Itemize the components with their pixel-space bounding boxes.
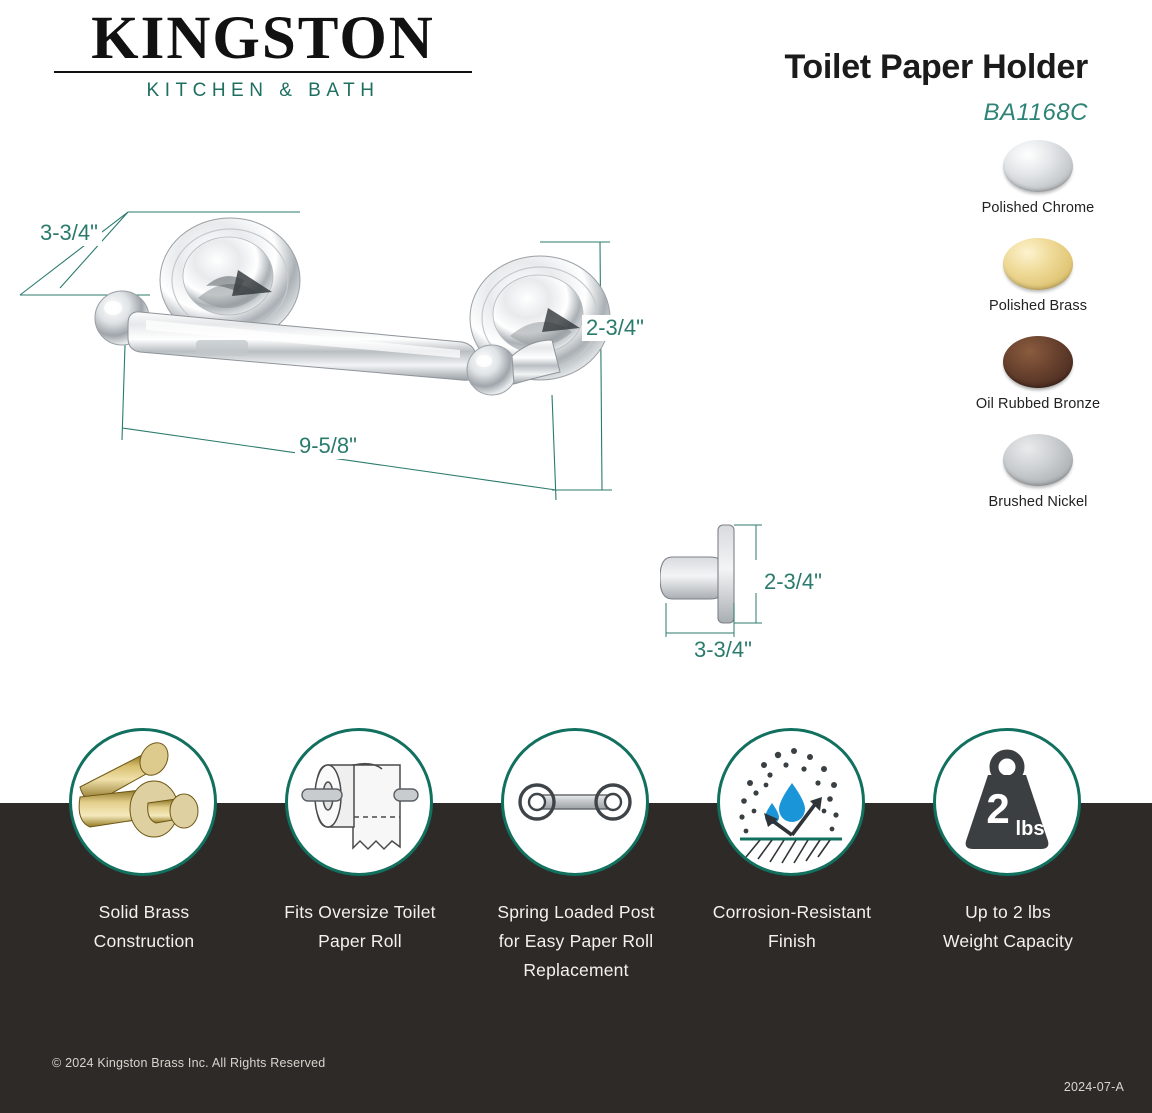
finish-label: Brushed Nickel <box>988 494 1088 510</box>
side-dim-width-lines <box>665 603 735 637</box>
side-dim-height-lines <box>734 524 762 624</box>
feature-item <box>69 728 219 878</box>
left-escutcheon <box>159 217 301 343</box>
dim-label-width: 9-5/8" <box>295 433 361 459</box>
feature-circle <box>501 728 649 876</box>
feature-circle: 2 lbs <box>933 728 1081 876</box>
side-dim-label-width: 3-3/4" <box>690 637 756 663</box>
feature-item <box>501 728 651 878</box>
paper-bar <box>127 311 477 381</box>
right-arm <box>511 339 561 385</box>
footer-revision: 2024-07-A <box>1063 1080 1124 1094</box>
side-view-drawing: 2-3/4" 3-3/4" <box>659 515 860 665</box>
spring-loaded-post-icon <box>518 783 632 821</box>
finish-label: Oil Rubbed Bronze <box>975 396 1101 412</box>
feature-icon-row: 2 lbs <box>0 728 1152 888</box>
dim-label-height: 2-3/4" <box>582 315 648 341</box>
weight-value: 2 <box>986 785 1009 832</box>
brass-rods-icon <box>78 742 199 838</box>
dim-label-depth: 3-3/4" <box>36 220 102 246</box>
page-title: Toilet Paper Holder <box>784 48 1088 86</box>
finish-label: Polished Chrome <box>981 200 1095 216</box>
feature-circle <box>285 728 433 876</box>
side-post <box>659 556 727 600</box>
brand-tagline: KITCHEN & BATH <box>146 80 380 101</box>
product-dimension-drawing: 3-3/4" 2-3/4" 9-5/8" <box>0 190 860 690</box>
model-number: BA1168C <box>983 99 1088 126</box>
logo-divider <box>54 71 472 73</box>
drawing-svg <box>19 211 612 501</box>
feature-circle <box>717 728 865 876</box>
swatch-polished-brass <box>1003 238 1073 290</box>
finish-list: Polished Chrome Polished Brass Oil Rubbe… <box>948 140 1128 532</box>
feature-item: 2 lbs <box>933 728 1083 878</box>
feature-item <box>285 728 435 878</box>
weight-capacity-icon: 2 lbs <box>965 749 1049 849</box>
feature-item <box>717 728 867 878</box>
swatch-oil-rubbed-bronze <box>1003 336 1073 388</box>
toilet-paper-roll-icon <box>301 762 419 851</box>
side-plate <box>717 524 735 624</box>
weight-unit: lbs <box>1016 818 1045 840</box>
footer-copyright: © 2024 Kingston Brass Inc. All Rights Re… <box>52 1056 326 1070</box>
finish-option[interactable]: Oil Rubbed Bronze <box>948 336 1128 412</box>
side-view-svg <box>659 524 762 637</box>
finish-label: Polished Brass <box>988 298 1088 314</box>
right-ball-finial <box>466 344 518 396</box>
swatch-polished-chrome <box>1003 140 1073 192</box>
dim-width-lines <box>121 344 557 501</box>
swatch-brushed-nickel <box>1003 434 1073 486</box>
corrosion-resistant-icon <box>739 748 842 864</box>
finish-option[interactable]: Polished Chrome <box>948 140 1128 216</box>
brand-logo: KINGSTON KITCHEN & BATH <box>48 8 478 102</box>
finish-option[interactable]: Polished Brass <box>948 238 1128 314</box>
feature-circle <box>69 728 217 876</box>
finish-option[interactable]: Brushed Nickel <box>948 434 1128 510</box>
dim-height-lines <box>540 241 612 491</box>
brand-name: KINGSTON <box>91 5 435 72</box>
side-dim-label-height: 2-3/4" <box>760 569 826 595</box>
